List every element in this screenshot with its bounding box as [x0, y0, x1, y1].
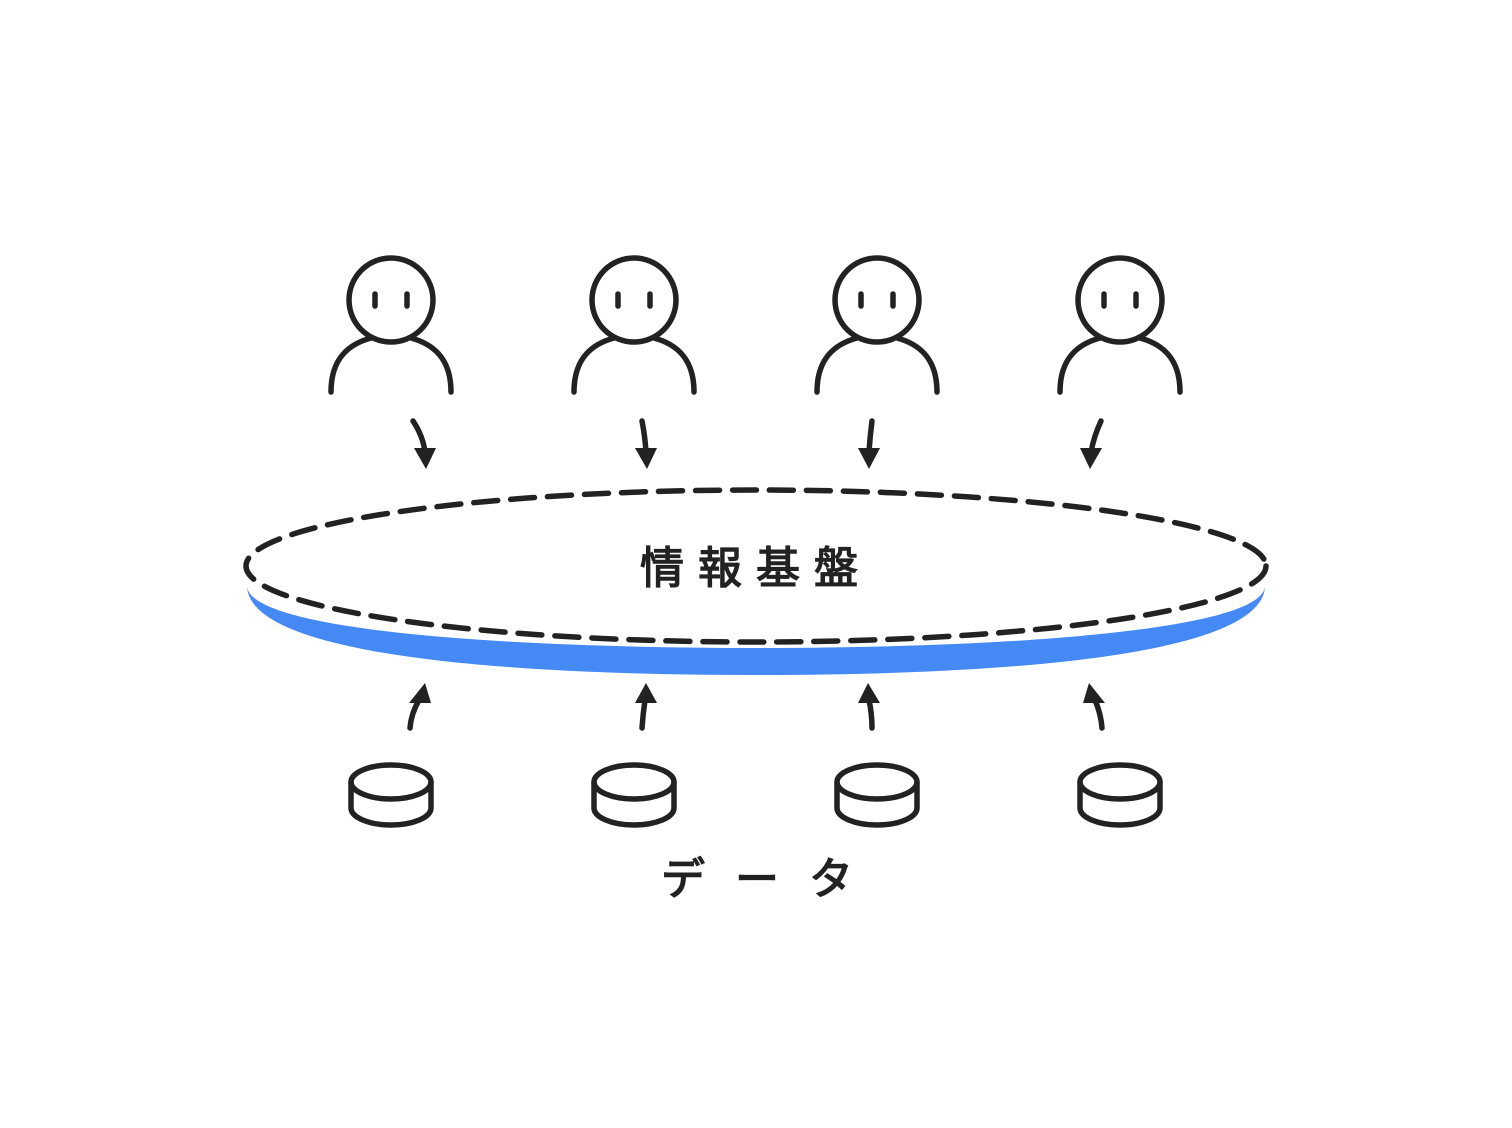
platform-base	[247, 586, 1265, 675]
arrow-up-icon	[635, 683, 657, 731]
database-icon	[594, 765, 674, 825]
data-arrows	[407, 683, 1105, 731]
database-icon	[1080, 765, 1160, 825]
person-icon	[817, 258, 937, 392]
person-icon	[331, 258, 451, 392]
arrow-up-icon	[1083, 683, 1105, 731]
arrow-down-icon	[1080, 418, 1104, 469]
arrow-up-icon	[407, 683, 431, 731]
arrow-down-icon	[410, 418, 436, 469]
arrow-down-icon	[858, 418, 880, 469]
arrow-up-icon	[858, 683, 880, 731]
user-arrows	[410, 418, 1104, 469]
arrow-down-icon	[635, 418, 657, 469]
data-label: データ	[661, 854, 883, 905]
person-icon	[1060, 258, 1180, 392]
platform-boundary	[243, 487, 1269, 645]
database-icon	[837, 765, 917, 825]
database-icon	[351, 765, 431, 825]
person-icon	[574, 258, 694, 392]
platform-label: 情報基盤	[640, 543, 872, 594]
user-group	[331, 258, 1180, 392]
database-group	[351, 765, 1160, 825]
